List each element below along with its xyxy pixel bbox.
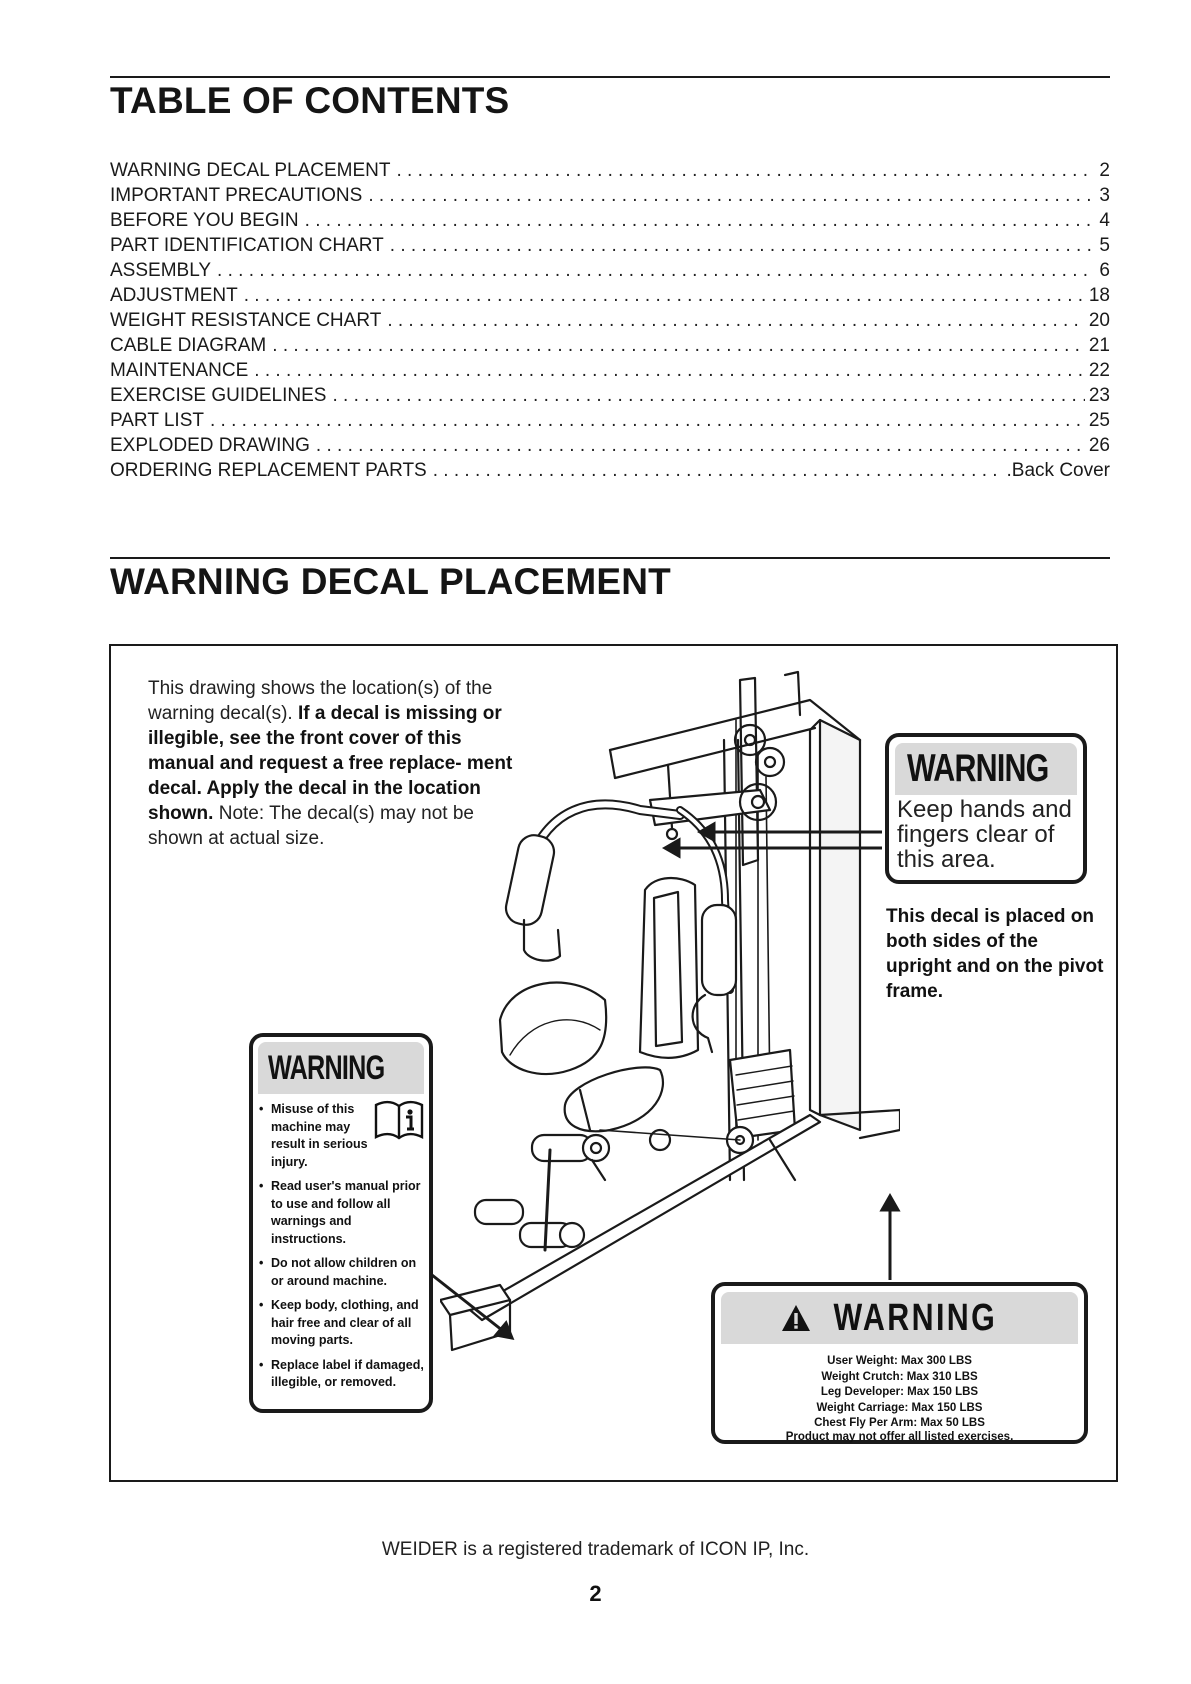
toc-leader [244,283,1085,308]
decal-header: WARNING [721,1292,1078,1344]
decal-placement-panel [109,644,1118,1482]
decal-misuse-item: Read user's manual prior to use and foll… [258,1178,427,1248]
decal-intro-text: This drawing shows the location(s) of th… [148,676,528,851]
toc-leader [254,358,1085,383]
toc-leader [272,333,1085,358]
decal-misuse-item: Keep body, clothing, and hair free and c… [258,1297,427,1350]
toc-row[interactable]: WARNING DECAL PLACEMENT 2 [110,158,1110,183]
toc-row[interactable]: ASSEMBLY 6 [110,258,1110,283]
toc-leader [433,458,1003,483]
home-gym-illustration [440,670,900,1352]
warning-word: WARNING [907,747,1049,790]
toc-page: 20 [1088,310,1110,331]
toc-title: BEFORE YOU BEGIN [110,210,299,231]
toc-page: .Back Cover [1006,460,1110,481]
toc-row[interactable]: WEIGHT RESISTANCE CHART 20 [110,308,1110,333]
toc-title: ORDERING REPLACEMENT PARTS [110,460,427,481]
toc-title: PART LIST [110,410,204,431]
decal-header: WARNING [258,1042,424,1094]
decal-hands-text: Keep hands and fingers clear of this are… [897,797,1077,872]
intro-note: The decal(s) may not be shown at actual … [148,803,474,849]
toc-leader [316,433,1085,458]
toc-page: 5 [1099,235,1110,256]
toc-title: WARNING DECAL PLACEMENT [110,160,391,181]
toc-title: IMPORTANT PRECAUTIONS [110,185,363,206]
warning-word: WARNING [268,1048,385,1087]
toc-page: 18 [1088,285,1110,306]
toc-leader [368,183,1095,208]
toc-row[interactable]: PART LIST 25 [110,408,1110,433]
table-of-contents: WARNING DECAL PLACEMENT 2 IMPORTANT PRECA… [110,158,1110,483]
toc-leader [332,383,1084,408]
toc-title: MAINTENANCE [110,360,249,381]
toc-row[interactable]: CABLE DIAGRAM 21 [110,333,1110,358]
toc-row[interactable]: EXERCISE GUIDELINES 23 [110,383,1110,408]
decal-limits-footer: Product may not offer all listed exercis… [785,1431,1014,1443]
toc-row[interactable]: ADJUSTMENT 18 [110,283,1110,308]
toc-title: PART IDENTIFICATION CHART [110,235,384,256]
toc-page: 26 [1088,435,1110,456]
decal-misuse-item: Do not allow children on or around machi… [258,1255,427,1290]
toc-page: 6 [1099,260,1110,281]
toc-page: 3 [1099,185,1110,206]
toc-page: 22 [1088,360,1110,381]
warning-word: WARNING [833,1296,998,1339]
decal-weight-limits: WARNING User Weight: Max 300 LBS Weight … [711,1282,1088,1444]
page-number: 2 [589,1581,602,1606]
decal-section-heading: WARNING DECAL PLACEMENT [110,561,671,602]
decal-misuse-warning: WARNING Misuse of this machine may resul… [249,1033,433,1413]
toc-heading: TABLE OF CONTENTS [110,80,510,121]
limit-line: Chest Fly Per Arm: Max 50 LBS [814,1417,985,1429]
toc-page: 4 [1099,210,1110,231]
toc-page: 2 [1099,160,1110,181]
decal-keep-hands-clear: WARNING Keep hands and fingers clear of … [885,733,1087,884]
intro-bold-instructions: If a decal is missing or illegible, see … [148,703,513,824]
toc-row[interactable]: IMPORTANT PRECAUTIONS 3 [110,183,1110,208]
toc-page: 21 [1088,335,1110,356]
decal-misuse-item: Replace label if damaged, illegible, or … [258,1357,427,1392]
toc-title: CABLE DIAGRAM [110,335,267,356]
toc-title: EXPLODED DRAWING [110,435,310,456]
toc-title: ASSEMBLY [110,260,212,281]
limit-line: Weight Carriage: Max 150 LBS [816,1401,983,1414]
toc-leader [396,158,1095,183]
decal-section-rule [110,557,1110,559]
toc-leader [305,208,1096,233]
toc-leader [390,233,1096,258]
trademark-notice: WEIDER is a registered trademark of ICON… [381,1539,810,1560]
decal-hands-line: this area. [897,846,996,873]
toc-row[interactable]: MAINTENANCE 22 [110,358,1110,383]
toc-leader [217,258,1095,283]
decal-misuse-item: Misuse of this machine may result in ser… [258,1101,427,1171]
decal-placement-note: This decal is placed on both sides of th… [886,906,1104,1002]
toc-leader [387,308,1085,333]
warning-triangle-icon [782,1305,811,1331]
toc-page: 23 [1088,385,1110,406]
decal-hands-line: Keep hands and [897,796,1072,823]
toc-row[interactable]: PART IDENTIFICATION CHART 5 [110,233,1110,258]
toc-page: 25 [1088,410,1110,431]
limit-line: User Weight: Max 300 LBS [827,1355,972,1367]
intro-sentence: This drawing shows the location(s) of th… [148,678,493,724]
decal-hands-line: fingers clear of [897,821,1055,848]
toc-title: ADJUSTMENT [110,285,238,306]
decal-header: WARNING [895,743,1077,795]
toc-row[interactable]: BEFORE YOU BEGIN 4 [110,208,1110,233]
decal-limits-list: User Weight: Max 300 LBS Weight Crutch: … [715,1354,1084,1432]
toc-title: EXERCISE GUIDELINES [110,385,327,406]
toc-leader [210,408,1085,433]
toc-title: WEIGHT RESISTANCE CHART [110,310,382,331]
toc-top-rule [110,76,1110,78]
limit-line: Weight Crutch: Max 310 LBS [821,1370,978,1383]
toc-row[interactable]: EXPLODED DRAWING 26 [110,433,1110,458]
intro-note-label: Note: [218,803,265,824]
toc-row[interactable]: ORDERING REPLACEMENT PARTS .Back Cover [110,458,1110,483]
decal-misuse-list: Misuse of this machine may result in ser… [258,1101,427,1399]
limit-line: Leg Developer: Max 150 LBS [820,1386,979,1398]
